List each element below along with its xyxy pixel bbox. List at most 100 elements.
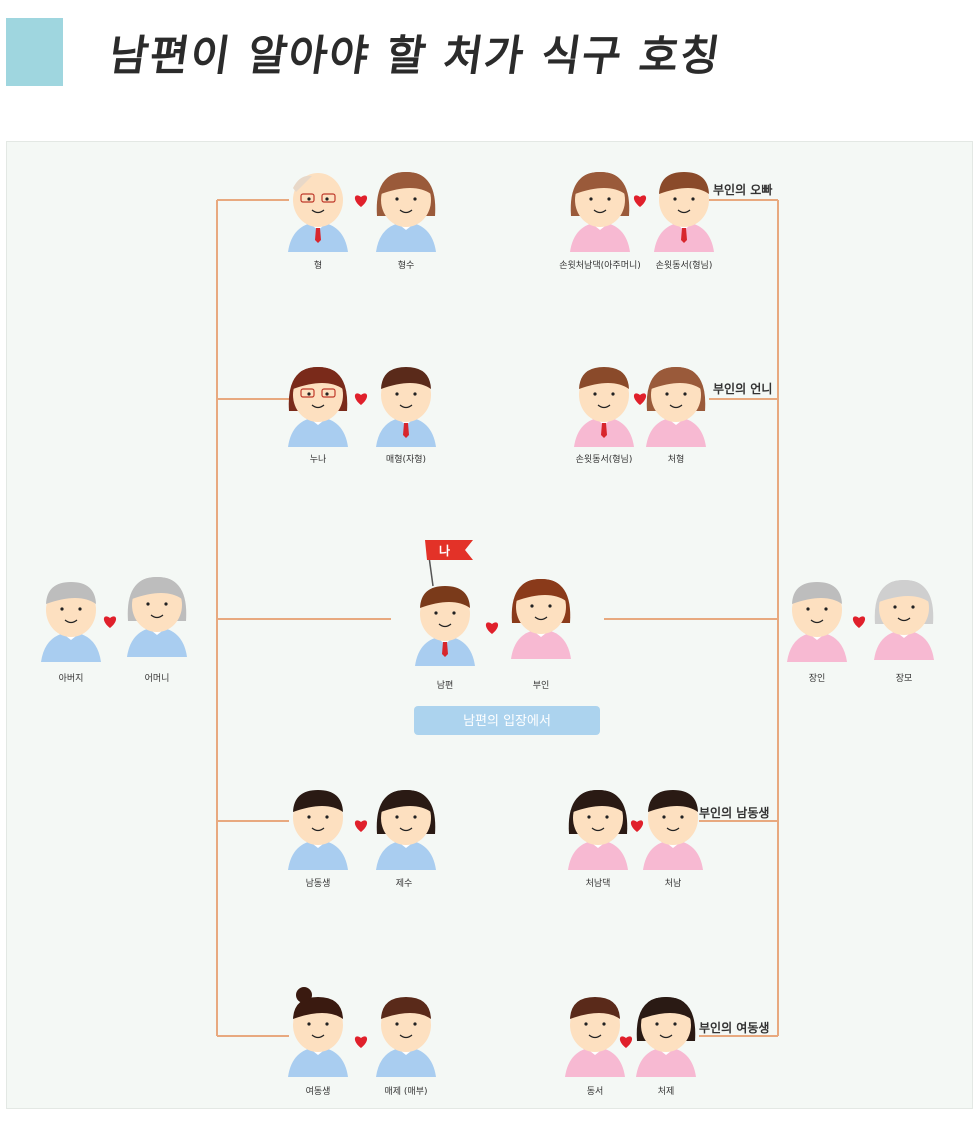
eye bbox=[434, 611, 438, 615]
person-avatar bbox=[565, 997, 625, 1077]
person-label: 어머니 bbox=[145, 673, 170, 684]
eye bbox=[395, 392, 399, 396]
person-avatar bbox=[127, 577, 187, 657]
tie-icon bbox=[403, 423, 409, 438]
eye bbox=[548, 604, 552, 608]
hair bbox=[381, 172, 431, 194]
tie-icon bbox=[442, 642, 448, 657]
tie-icon bbox=[681, 228, 687, 243]
mouth bbox=[311, 209, 325, 214]
relation-label: 부인의 오빠 bbox=[713, 182, 772, 197]
body-shirt bbox=[376, 840, 436, 870]
person-avatar bbox=[643, 790, 703, 870]
eye bbox=[530, 604, 534, 608]
glasses-icon bbox=[300, 388, 315, 398]
person-label: 손윗동서(형님) bbox=[576, 454, 633, 465]
eye bbox=[325, 815, 329, 819]
person-avatar bbox=[376, 367, 436, 447]
eye bbox=[665, 392, 669, 396]
mouth bbox=[897, 617, 911, 622]
body-shirt bbox=[376, 1047, 436, 1077]
mouth bbox=[588, 1034, 602, 1039]
person-label: 처제 bbox=[658, 1085, 675, 1097]
eye bbox=[607, 197, 611, 201]
eye bbox=[893, 605, 897, 609]
mouth bbox=[399, 827, 413, 832]
mouth bbox=[666, 827, 680, 832]
person-avatar bbox=[288, 987, 348, 1077]
person-avatar bbox=[41, 582, 101, 662]
person-avatar bbox=[288, 367, 348, 447]
hair bbox=[516, 579, 566, 601]
person-avatar bbox=[787, 582, 847, 662]
eye bbox=[325, 392, 329, 396]
person-avatar bbox=[574, 367, 634, 447]
mouth bbox=[311, 1034, 325, 1039]
eye bbox=[611, 392, 615, 396]
person-label: 처남댁 bbox=[586, 877, 611, 889]
eye bbox=[164, 602, 168, 606]
eye bbox=[325, 197, 329, 201]
person-labels: 형 형수 누나 매형(자형) 남동생 제수 여동생 매제 (매부) 손윗처남댁(… bbox=[59, 259, 913, 1097]
mouth bbox=[399, 404, 413, 409]
heart-icon bbox=[630, 820, 644, 832]
eye bbox=[605, 815, 609, 819]
person-avatar bbox=[570, 172, 630, 252]
body-shirt bbox=[643, 840, 703, 870]
eye bbox=[307, 392, 311, 396]
mouth bbox=[399, 209, 413, 214]
person-avatar bbox=[646, 367, 706, 447]
person-avatar bbox=[636, 997, 696, 1077]
hair bbox=[792, 582, 842, 604]
eye bbox=[589, 197, 593, 201]
flag-cloth bbox=[425, 540, 473, 560]
heart-icon bbox=[485, 622, 499, 634]
person-label: 여동생 bbox=[306, 1085, 331, 1097]
person-label: 처남 bbox=[665, 877, 682, 889]
mouth bbox=[311, 404, 325, 409]
eye bbox=[413, 1022, 417, 1026]
person-label: 형수 bbox=[398, 260, 415, 271]
hair bbox=[573, 790, 623, 812]
person-avatar bbox=[511, 579, 571, 659]
hair bbox=[879, 580, 929, 602]
body-shirt bbox=[787, 632, 847, 662]
person-avatar bbox=[415, 586, 475, 666]
body-shirt bbox=[565, 1047, 625, 1077]
person-label: 제수 bbox=[396, 878, 413, 889]
eye bbox=[325, 1022, 329, 1026]
body-shirt bbox=[376, 222, 436, 252]
people-layer bbox=[41, 172, 934, 1077]
body-shirt bbox=[288, 840, 348, 870]
perspective-banner: 남편의 입장에서 bbox=[414, 706, 600, 735]
person-label: 동서 bbox=[587, 1086, 604, 1097]
hair bbox=[651, 367, 701, 389]
eye bbox=[662, 815, 666, 819]
person-avatar bbox=[288, 173, 348, 252]
person-label: 처형 bbox=[668, 453, 685, 465]
hair bbox=[570, 997, 620, 1019]
hair bbox=[641, 997, 691, 1019]
heart-icon bbox=[103, 616, 117, 628]
person-label: 장인 bbox=[809, 673, 826, 684]
body-shirt bbox=[646, 417, 706, 447]
eye bbox=[806, 607, 810, 611]
glasses-icon bbox=[321, 388, 336, 398]
hair bbox=[293, 790, 343, 812]
heart-icon bbox=[354, 195, 368, 207]
tie-icon bbox=[315, 228, 321, 243]
body-shirt bbox=[874, 630, 934, 660]
relation-label: 부인의 여동생 bbox=[699, 1020, 769, 1035]
person-avatar bbox=[568, 790, 628, 870]
mouth bbox=[659, 1034, 673, 1039]
eye bbox=[60, 607, 64, 611]
heart-icon bbox=[633, 195, 647, 207]
eye bbox=[307, 197, 311, 201]
eye bbox=[413, 392, 417, 396]
person-avatar bbox=[376, 997, 436, 1077]
hair bbox=[579, 367, 629, 389]
person-avatar bbox=[376, 790, 436, 870]
body-shirt bbox=[568, 840, 628, 870]
banner-box bbox=[414, 706, 600, 735]
hair bbox=[46, 582, 96, 604]
